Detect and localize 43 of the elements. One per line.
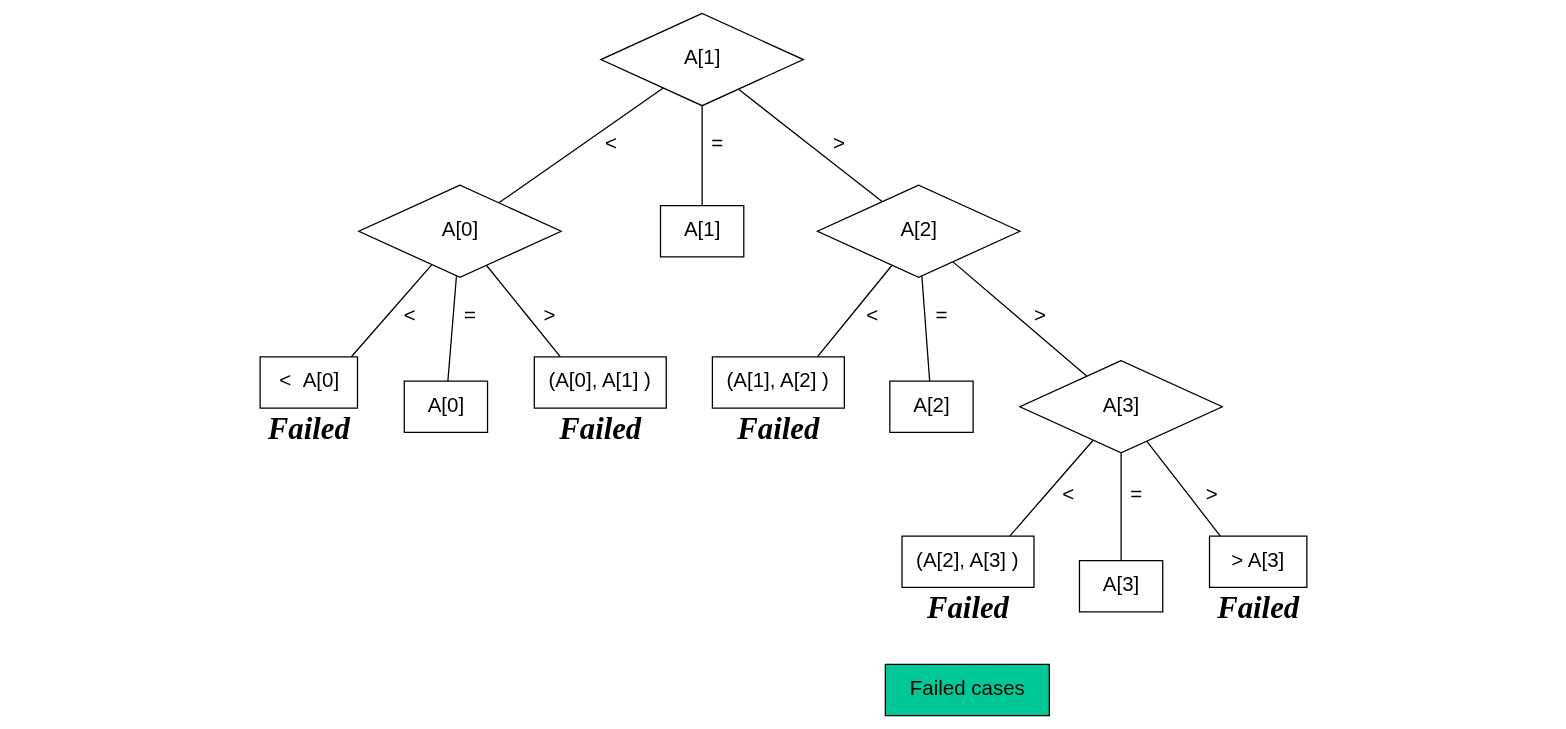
connector (1119, 452, 1122, 561)
connector (951, 261, 1087, 377)
node-label: Failed (267, 412, 350, 447)
connector (446, 275, 457, 382)
connector (498, 87, 664, 204)
connector (920, 275, 930, 382)
edge-label: > (832, 131, 845, 155)
node-box: > A[3] (1208, 535, 1308, 589)
node-box: (A[2], A[3] ) (900, 535, 1035, 589)
node-diamond: A[1] (598, 12, 805, 107)
node-box: Failed cases (884, 663, 1050, 717)
edge-label: = (1129, 482, 1142, 506)
connector (737, 88, 883, 203)
connector (816, 264, 892, 358)
node-box: (A[1], A[2] ) (711, 356, 845, 409)
edge-label: = (710, 131, 723, 155)
connector (1145, 440, 1221, 537)
node-label: Failed (926, 591, 1009, 626)
node-label: Failed (736, 412, 819, 447)
edge-label: < (403, 302, 416, 326)
node-box: A[3] (1078, 559, 1163, 613)
node-diamond: A[0] (356, 184, 563, 279)
edge-label: > (1033, 302, 1046, 326)
edge-label: > (542, 302, 555, 326)
node-label: Failed (1216, 591, 1299, 626)
edge-label: < (865, 302, 878, 326)
node-box: A[1] (659, 205, 744, 258)
connector (350, 264, 433, 358)
edge-label: = (934, 302, 947, 326)
connector (701, 105, 703, 206)
edge-label: = (463, 302, 476, 326)
edge-label: < (604, 131, 617, 155)
edge-label: < (1061, 482, 1074, 506)
node-diamond: A[3] (1017, 359, 1224, 454)
connector (485, 264, 561, 358)
node-box: < A[0] (259, 356, 358, 409)
node-box: A[0] (403, 380, 488, 434)
node-label: Failed (558, 412, 641, 447)
connector (1008, 439, 1094, 537)
node-box: A[2] (888, 380, 974, 434)
node-diamond: A[2] (815, 184, 1021, 279)
node-box: (A[0], A[1] ) (533, 356, 667, 409)
edge-label: > (1205, 482, 1218, 506)
